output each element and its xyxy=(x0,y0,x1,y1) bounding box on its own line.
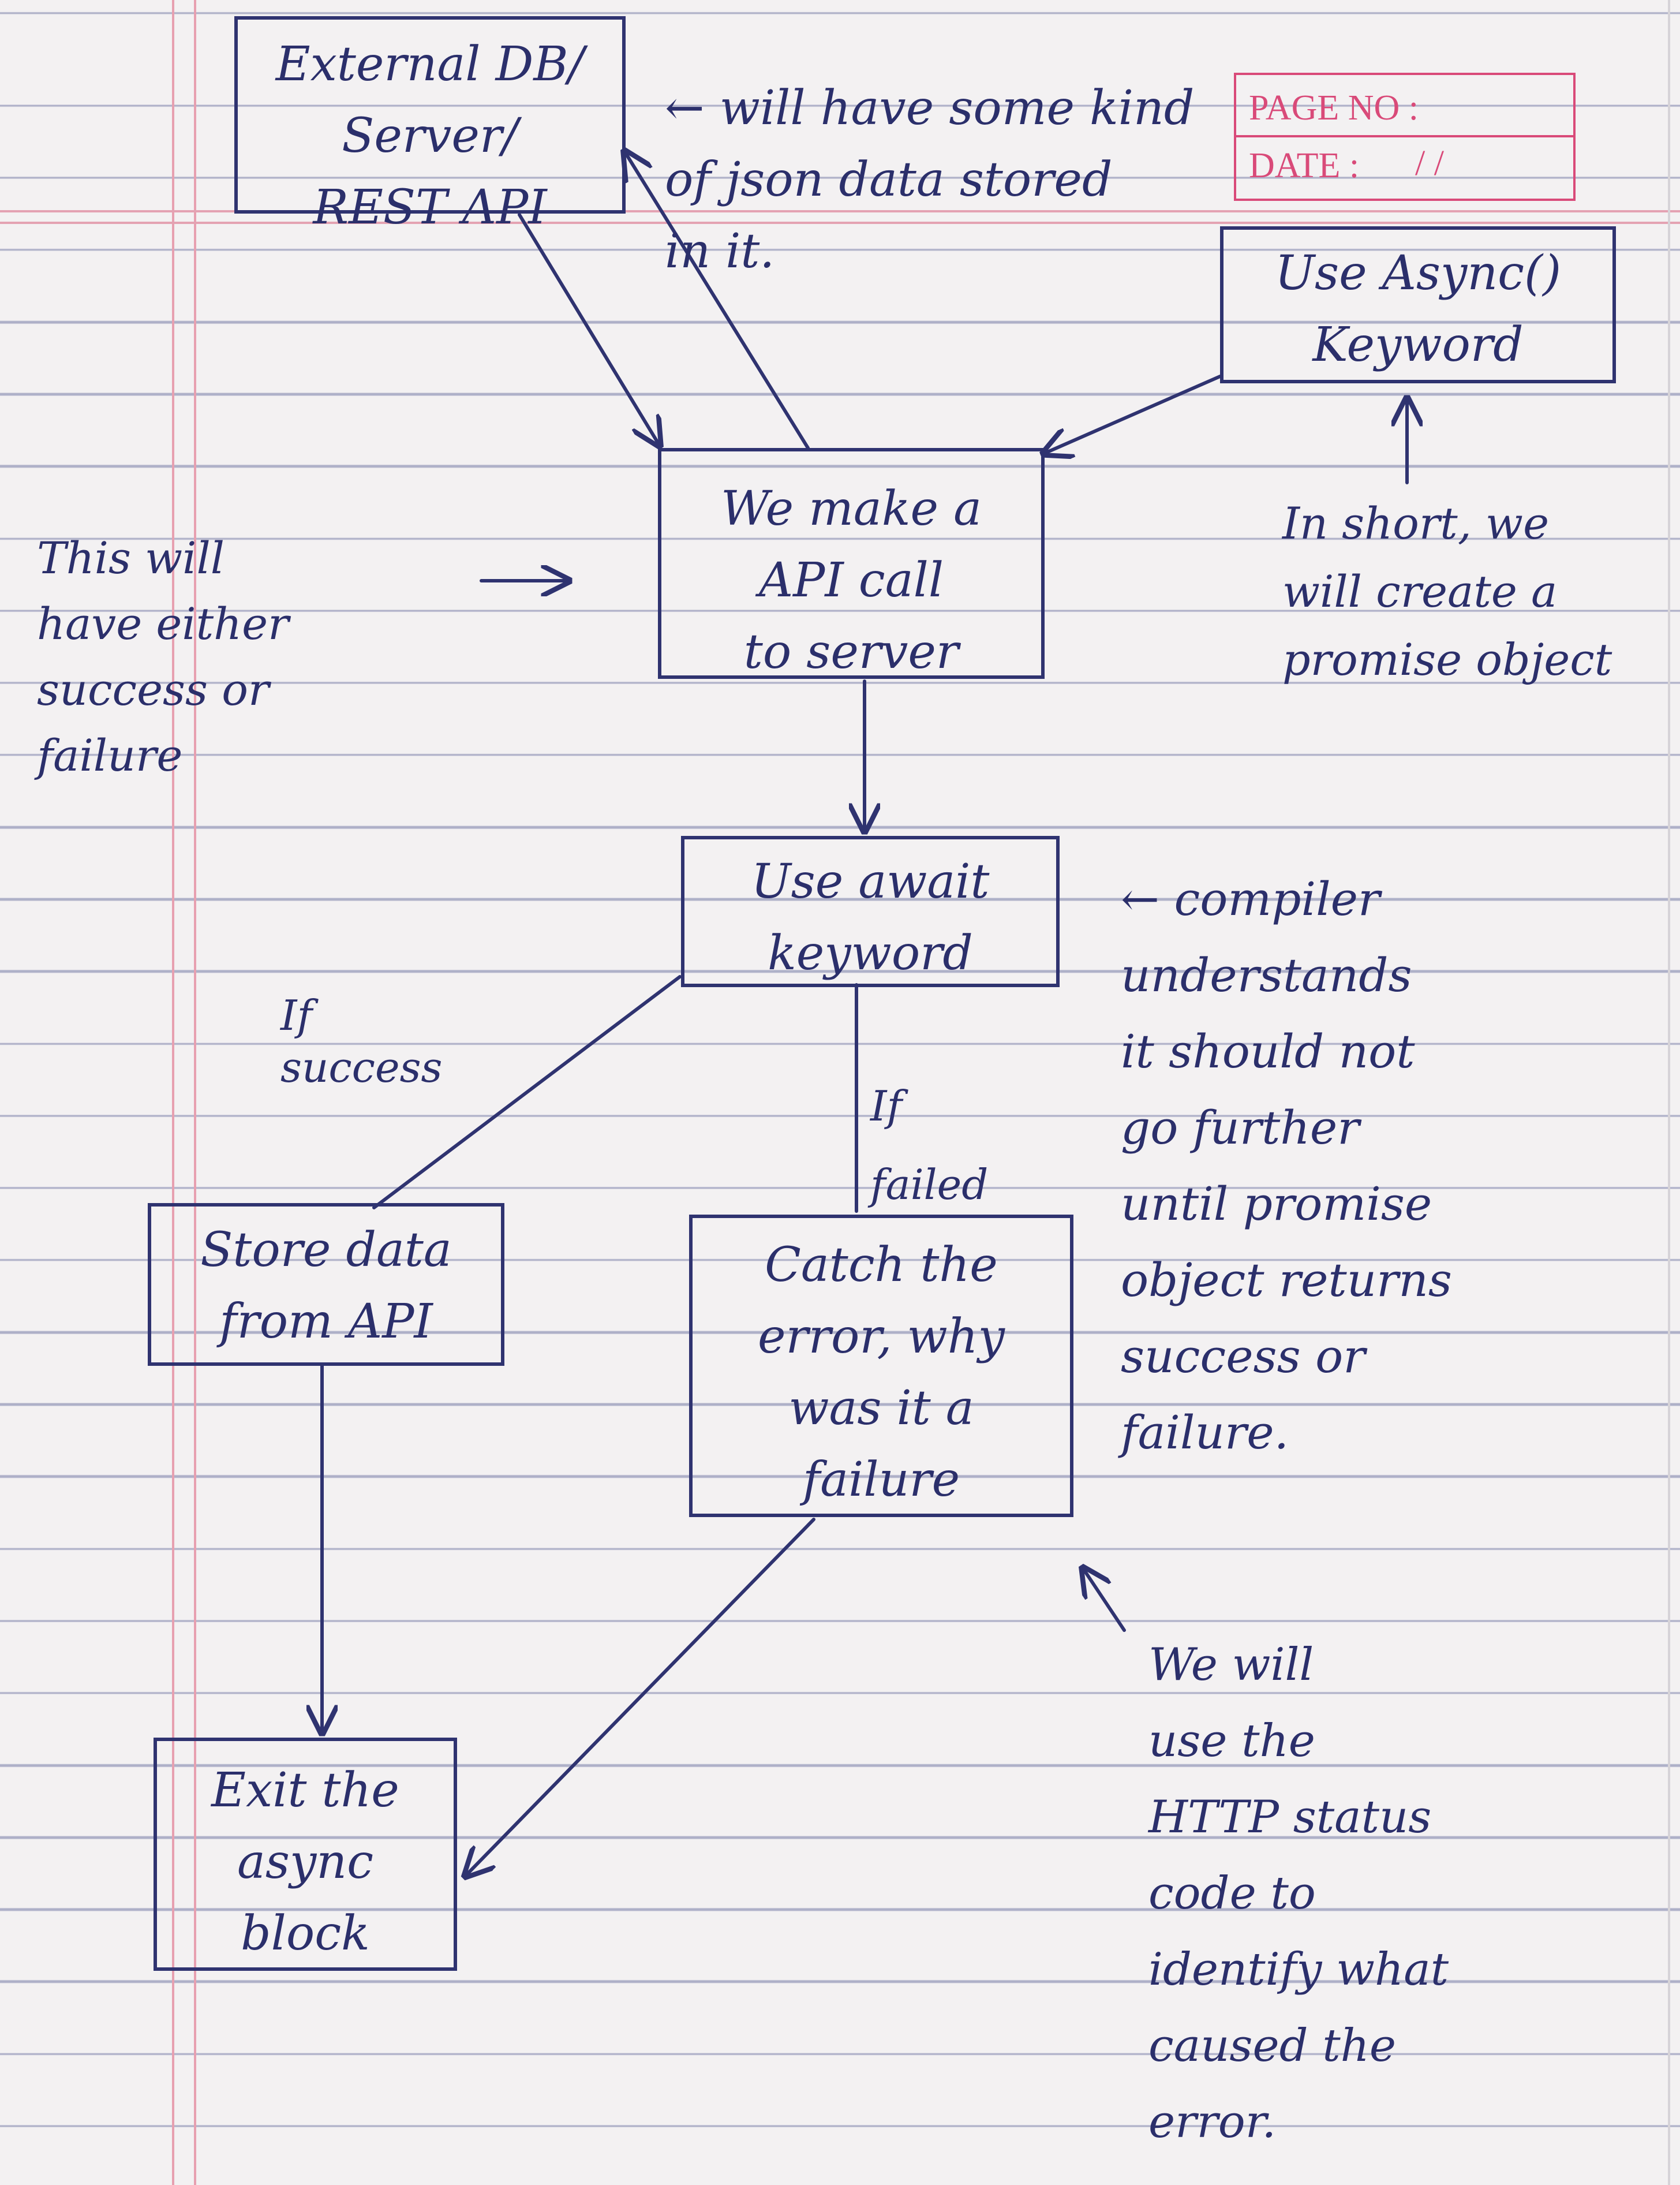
api-call-box xyxy=(658,448,1045,679)
api-call-label: We make a API call to server xyxy=(720,481,982,679)
header-rule xyxy=(0,222,1680,224)
page-no-label: PAGE NO : xyxy=(1249,88,1419,128)
await-keyword-label: Use await keyword xyxy=(751,854,990,981)
margin-line xyxy=(194,0,196,2185)
arrow-db-to-api-call xyxy=(518,213,660,446)
arrow-catch-to-exit xyxy=(465,1518,815,1876)
exit-async-box xyxy=(154,1738,457,1971)
catch-error-box xyxy=(689,1215,1073,1517)
page-edge xyxy=(1668,0,1670,2185)
json-data-note: ← will have some kind of json data store… xyxy=(665,81,1195,279)
arrow-http-to-catch xyxy=(1083,1568,1126,1632)
external-db-label: External DB/ Server/ REST API xyxy=(275,37,585,235)
catch-error-label: Catch the error, why was it a failure xyxy=(758,1238,1005,1507)
promise-object-note: In short, we will create a promise objec… xyxy=(1282,498,1612,685)
http-status-note: We will use the HTTP status code to iden… xyxy=(1148,1639,1449,2148)
exit-async-label: Exit the async block xyxy=(211,1763,399,1961)
arrow-async-to-api-call xyxy=(1043,375,1222,454)
stamp-divider xyxy=(1236,135,1573,137)
arrow-api-call-to-db xyxy=(624,151,810,450)
header-rule xyxy=(0,210,1680,212)
margin-line xyxy=(172,0,174,2185)
store-data-label: Store data from API xyxy=(200,1223,452,1349)
if-success-label: If success xyxy=(280,991,443,1092)
if-failed-label: If failed xyxy=(870,1082,989,1209)
page-stamp: PAGE NO : DATE : / / xyxy=(1234,73,1576,201)
success-failure-note: This will have either success or failure xyxy=(37,532,289,781)
store-data-box xyxy=(148,1203,504,1366)
line-await-to-store xyxy=(372,975,682,1209)
await-keyword-box xyxy=(681,836,1060,987)
date-value: / / xyxy=(1415,144,1444,183)
async-keyword-box xyxy=(1220,226,1616,383)
external-db-box xyxy=(234,16,626,214)
async-keyword-label: Use Async() Keyword xyxy=(1274,246,1562,372)
date-label: DATE : xyxy=(1249,146,1360,185)
compiler-note: ← compiler understands it should not go … xyxy=(1121,872,1452,1459)
